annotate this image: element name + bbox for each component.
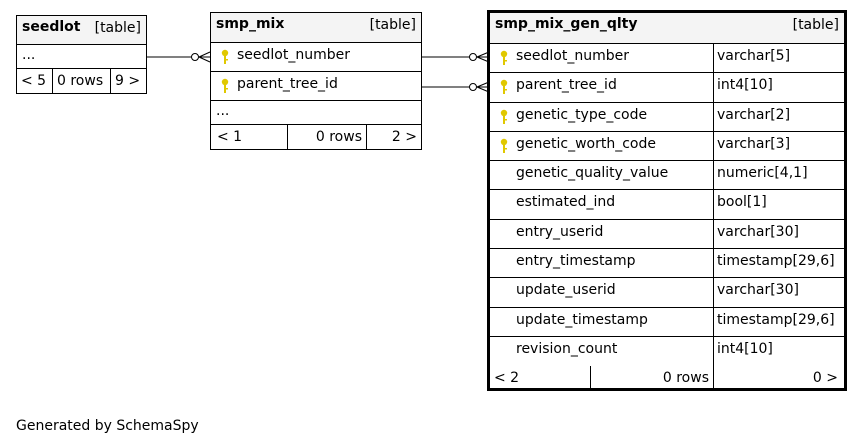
column-row[interactable]: estimated_ind bool[1] [490,190,844,220]
column-name: genetic_type_code [516,106,648,123]
column-row[interactable]: genetic_type_code varchar[2] [490,102,844,132]
column-name: parent_tree_id [237,76,338,92]
column-type: varchar[2] [713,102,844,131]
column-name: seedlot_number [237,47,350,63]
table-footer: < 2 0 rows 0 > [490,366,844,391]
table-kind: [table] [792,17,839,33]
column-name: genetic_worth_code [516,135,656,152]
key-icon [221,78,229,93]
column-type: bool[1] [713,190,844,219]
column-type: varchar[3] [713,131,844,161]
column-row[interactable]: update_userid varchar[30] [490,278,844,308]
column-type: varchar[30] [713,219,844,249]
column-row[interactable]: genetic_worth_code varchar[3] [490,131,844,162]
table-footer: < 5 0 rows 9 > [17,69,146,93]
column-type: timestamp[29,6] [713,249,844,278]
column-row[interactable]: revision_count int4[10] [490,336,844,367]
column-row[interactable]: entry_userid varchar[30] [490,219,844,250]
row-count: 0 rows [287,125,366,149]
column-name: update_userid [516,282,616,299]
generated-by-text: Generated by SchemaSpy [16,418,199,434]
table-smp_mix[interactable]: smp_mix [table] seedlot_number parent_tr… [210,12,422,150]
column-type: int4[10] [713,336,844,367]
key-icon [500,109,508,124]
key-icon [500,138,508,153]
column-type: varchar[30] [713,278,844,307]
ellipsis-row: ... [17,45,146,69]
key-icon [500,50,508,65]
column-type: timestamp[29,6] [713,307,844,336]
column-row[interactable]: entry_timestamp timestamp[29,6] [490,249,844,279]
column-name: seedlot_number [516,48,629,64]
column-name: revision_count [516,340,618,357]
table-name: smp_mix [216,16,285,32]
optional-marker [469,53,477,61]
crow-foot-marker [198,51,211,63]
row-count: 0 rows [52,69,110,93]
parents-count[interactable]: < 5 [21,73,47,89]
table-name: smp_mix_gen_qlty [495,16,638,32]
parents-count[interactable]: < 1 [217,129,243,145]
column-type: int4[10] [713,73,844,102]
table-footer: < 1 0 rows 2 > [211,125,421,149]
row-count: 0 rows [590,366,713,391]
column-row[interactable]: parent_tree_id [211,72,421,101]
column-name: update_timestamp [516,311,648,328]
column-name: estimated_ind [516,194,616,211]
table-kind: [table] [369,17,416,33]
column-row[interactable]: genetic_quality_value numeric[4,1] [490,161,844,191]
column-type: varchar[5] [713,44,844,73]
ellipsis: ... [216,103,230,119]
column-type: numeric[4,1] [713,161,844,190]
table-kind: [table] [94,20,141,36]
column-row[interactable]: seedlot_number [211,43,421,72]
optional-marker [469,83,477,91]
key-icon [221,49,229,64]
column-name: parent_tree_id [516,77,617,94]
children-count[interactable]: 2 > [366,125,421,149]
table-header[interactable]: smp_mix_gen_qlty [table] [490,13,844,44]
table-header[interactable]: seedlot [table] [17,16,146,45]
children-count[interactable]: 0 > [713,366,844,391]
table-seedlot[interactable]: seedlot [table] ... < 5 0 rows 9 > [16,15,147,94]
column-row[interactable]: update_timestamp timestamp[29,6] [490,307,844,337]
column-name: genetic_quality_value [516,165,669,182]
parents-count[interactable]: < 2 [494,370,520,387]
children-count[interactable]: 9 > [110,69,146,93]
column-row[interactable]: parent_tree_id int4[10] [490,73,844,103]
ellipsis-row: ... [211,101,421,125]
table-name: seedlot [22,19,81,35]
column-name: entry_userid [516,223,604,240]
column-name: entry_timestamp [516,253,636,270]
ellipsis: ... [22,47,36,63]
key-icon [500,80,508,95]
optional-marker [191,53,199,61]
column-row[interactable]: seedlot_number varchar[5] [490,44,844,74]
table-header[interactable]: smp_mix [table] [211,13,421,43]
